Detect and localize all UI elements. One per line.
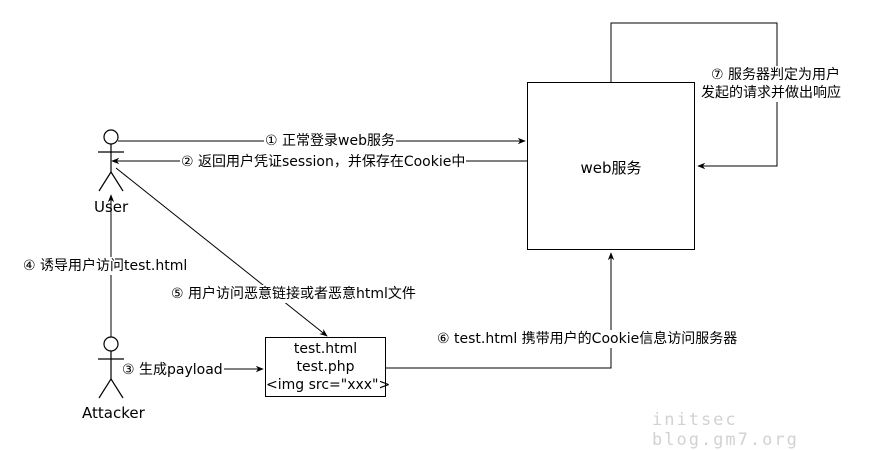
web-service-label: web服务 xyxy=(580,159,642,177)
user-label: User xyxy=(94,198,129,216)
step4-label: ④ 诱导用户访问test.html xyxy=(22,257,189,275)
step6-label: ⑥ test.html 携带用户的Cookie信息访问服务器 xyxy=(436,330,739,348)
web-service-box: web服务 xyxy=(527,82,695,250)
step3-label: ③ 生成payload xyxy=(121,361,224,379)
attacker-label: Attacker xyxy=(82,404,145,422)
file-line-html: test.html xyxy=(293,341,358,357)
step2-label: ② 返回用户凭证session，并保存在Cookie中 xyxy=(180,153,467,171)
file-line-img: <img src="xxx"> xyxy=(266,377,391,393)
malicious-file-box: test.html test.php <img src="xxx"> xyxy=(265,337,391,397)
arrow-step6 xyxy=(386,252,615,369)
step7-label-line2: 发起的请求并做出响应 xyxy=(700,84,842,102)
watermark: initsec blog.gm7.org xyxy=(652,410,799,450)
user-actor-icon xyxy=(98,129,124,192)
arrow-step5 xyxy=(115,167,328,337)
file-line-php: test.php xyxy=(296,359,355,375)
arrow-step7 xyxy=(610,22,778,170)
step7-label-line1: ⑦ 服务器判定为用户 xyxy=(710,66,842,84)
attacker-actor-icon xyxy=(98,336,124,399)
step1-label: ① 正常登录web服务 xyxy=(264,132,396,150)
step5-label: ⑤ 用户访问恶意链接或者恶意html文件 xyxy=(170,285,417,303)
